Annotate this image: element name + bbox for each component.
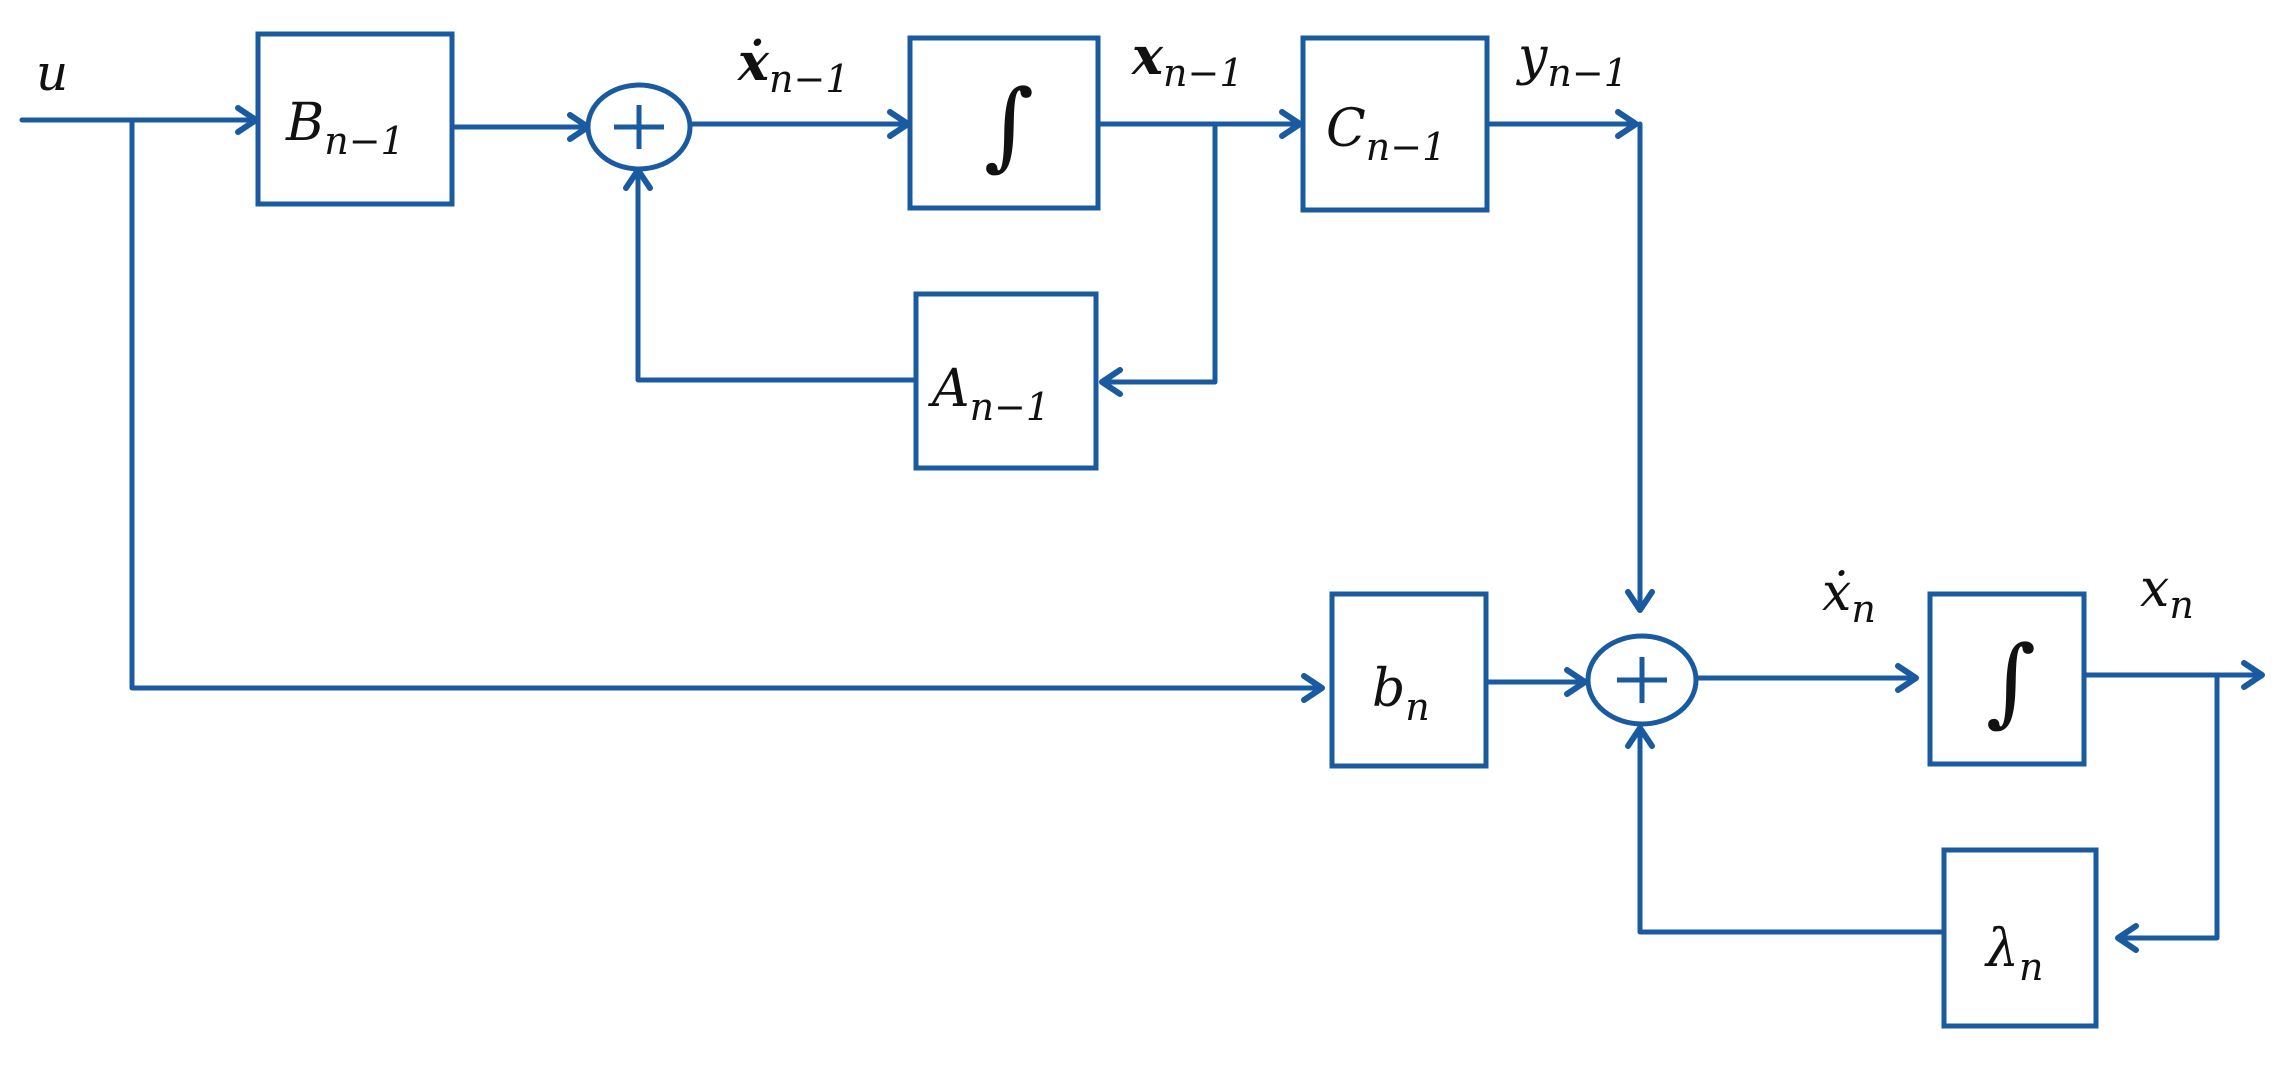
arrow-y-output bbox=[1615, 109, 1639, 139]
block-integrator-bottom-frame bbox=[1927, 591, 2087, 767]
block-C: Cn−1 bbox=[1300, 35, 1490, 213]
summing-junction-bottom bbox=[1585, 633, 1699, 727]
block-B: Bn−1 bbox=[255, 31, 455, 207]
block-lambda: λn bbox=[1941, 847, 2099, 1029]
block-C-label: Cn−1 bbox=[1326, 99, 1446, 169]
block-b-label: bn bbox=[1372, 659, 1430, 729]
signal-label-u: u bbox=[36, 44, 68, 102]
block-B-label: Bn−1 bbox=[285, 93, 405, 163]
wire-x-feedback-to-A bbox=[1099, 121, 1218, 385]
arrow-into-lambda bbox=[2115, 923, 2139, 953]
summing-junction-top bbox=[585, 82, 693, 172]
signal-label-y-prev: yn−1 bbox=[1516, 27, 1628, 95]
block-lambda-label: λn bbox=[1984, 919, 2043, 989]
block-A: An−1 bbox=[913, 291, 1099, 471]
arrow-into-b bbox=[1301, 673, 1325, 703]
arrow-into-A bbox=[1099, 367, 1123, 397]
block-B-frame bbox=[255, 31, 455, 207]
wire-xn-feedback-to-lambda bbox=[2115, 672, 2220, 941]
signal-wires bbox=[19, 117, 2265, 941]
wire-A-to-sum1 bbox=[635, 167, 918, 383]
signal-label-x-n: xn bbox=[2140, 559, 2194, 627]
signal-label-x-prev: xn−1 bbox=[1131, 26, 1244, 95]
block-integrator-top-frame bbox=[907, 35, 1101, 211]
arrow-into-C bbox=[1279, 109, 1303, 139]
arrowheads bbox=[235, 105, 2265, 953]
arrow-into-int2 bbox=[1895, 663, 1919, 693]
block-b-frame bbox=[1329, 591, 1489, 769]
integral-sign-bottom: ∫ bbox=[1986, 625, 2036, 737]
block-b: bn bbox=[1329, 591, 1489, 769]
block-A-label: An−1 bbox=[928, 359, 1050, 429]
arrow-into-sum2 bbox=[1564, 667, 1588, 697]
arrow-y-down-into-sum2 bbox=[1625, 589, 1655, 613]
block-C-frame bbox=[1300, 35, 1490, 213]
block-integrator-bottom: ∫ bbox=[1927, 591, 2087, 767]
block-A-frame bbox=[913, 291, 1099, 471]
arrow-lambda-up-into-sum2 bbox=[1625, 725, 1655, 749]
signal-label-xdot-n: ẋn bbox=[1822, 563, 1876, 631]
block-lambda-frame bbox=[1941, 847, 2099, 1029]
signal-label-xdot-prev: ẋn−1 bbox=[737, 32, 850, 101]
arrow-xn-output bbox=[2241, 660, 2265, 690]
block-integrator-top: ∫ bbox=[907, 35, 1101, 211]
integral-sign-top: ∫ bbox=[984, 69, 1034, 181]
wire-u-to-b bbox=[129, 117, 1325, 691]
wire-lambda-to-sum2 bbox=[1637, 725, 1945, 935]
